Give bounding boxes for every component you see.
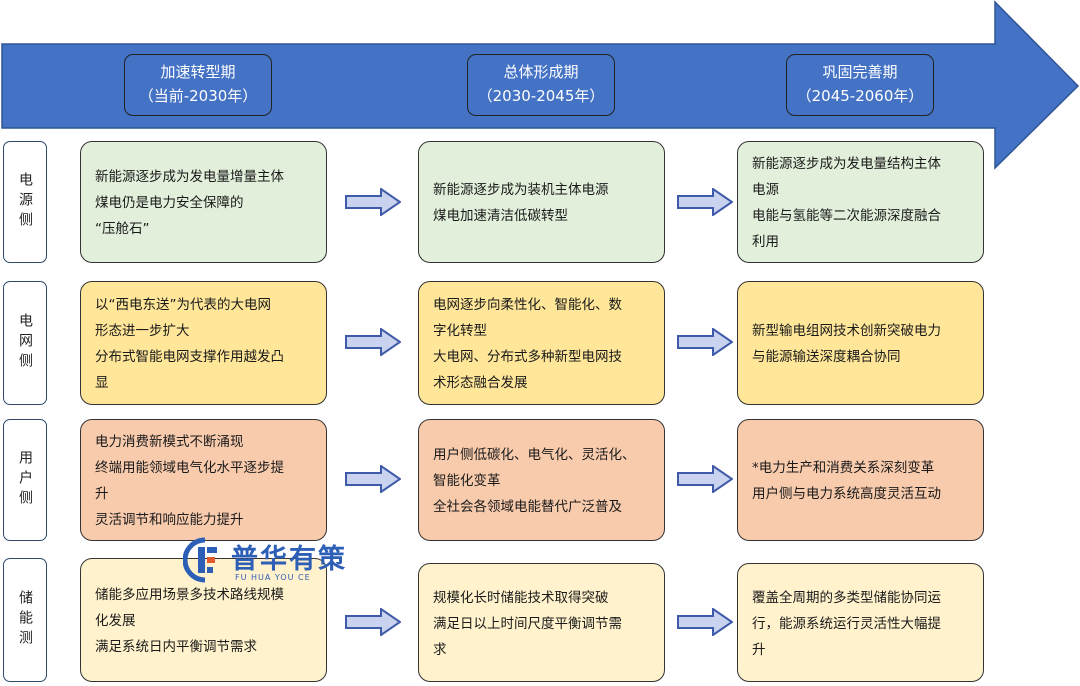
- card-line: 用户侧与电力系统高度灵活互动: [752, 486, 941, 502]
- card-line: 电力消费新模式不断涌现: [95, 434, 244, 450]
- phase-period: （2045-2060年）: [796, 87, 924, 105]
- card-line: 灵活调节和响应能力提升: [95, 512, 244, 528]
- card-line: 智能化变革: [433, 473, 501, 489]
- card-line: 与能源输送深度耦合协同: [752, 349, 901, 365]
- card-line: 煤电加速清洁低碳转型: [433, 208, 568, 224]
- card-line: 煤电仍是电力安全保障的: [95, 195, 244, 211]
- card-line: 电网逐步向柔性化、智能化、数: [433, 297, 622, 313]
- card-line: 字化转型: [433, 323, 487, 339]
- card-line: 求: [433, 641, 447, 658]
- card-line: 新型输电组网技术创新突破电力: [752, 323, 941, 339]
- card-line: “压舱石”: [95, 221, 150, 237]
- card-line: 形态进一步扩大: [95, 323, 190, 339]
- card-user-phase3: *电力生产和消费关系深刻变革 用户侧与电力系统高度灵活互动: [737, 419, 984, 541]
- right-arrow-icon: [677, 465, 733, 493]
- right-arrow-icon: [677, 188, 733, 216]
- card-source-phase3: 新能源逐步成为发电量结构主体 电源 电能与氢能等二次能源深度融合 利用: [737, 141, 984, 263]
- card-line: 分布式智能电网支撑作用越发凸: [95, 349, 284, 365]
- card-line: 术形态融合发展: [433, 375, 528, 391]
- right-arrow-icon: [345, 465, 401, 493]
- row-label-user: 用户侧: [3, 419, 47, 541]
- right-arrow-icon: [345, 608, 401, 636]
- logo-pinyin: FU HUA YOU CE: [235, 573, 311, 582]
- row-label-storage: 储能测: [3, 558, 47, 682]
- phase-overall-formation: 总体形成期 （2030-2045年）: [467, 54, 615, 116]
- card-line: 规模化长时储能技术取得突破: [433, 589, 609, 606]
- card-grid-phase3: 新型输电组网技术创新突破电力 与能源输送深度耦合协同: [737, 281, 984, 405]
- row-label-grid: 电网侧: [3, 281, 47, 405]
- phase-period: （2030-2045年）: [477, 87, 605, 105]
- card-line: 大电网、分布式多种新型电网技: [433, 349, 622, 365]
- phase-consolidation: 巩固完善期 （2045-2060年）: [786, 54, 934, 116]
- card-line: 行，能源系统运行灵活性大幅提: [752, 615, 941, 632]
- watermark-logo: 普华有策 FU HUA YOU CE: [183, 537, 358, 585]
- right-arrow-icon: [677, 608, 733, 636]
- card-line: 电能与氢能等二次能源深度融合: [752, 208, 941, 224]
- card-line: 终端用能领域电气化水平逐步提: [95, 460, 284, 476]
- card-line: 全社会各领域电能替代广泛普及: [433, 499, 622, 515]
- card-line: 电源: [752, 182, 779, 198]
- card-storage-phase2: 规模化长时储能技术取得突破 满足日以上时间尺度平衡调节需 求: [418, 563, 665, 682]
- card-source-phase1: 新能源逐步成为发电量增量主体 煤电仍是电力安全保障的 “压舱石”: [80, 141, 327, 263]
- card-line: 化发展: [95, 613, 136, 629]
- card-line: 储能多应用场景多技术路线规模: [95, 587, 284, 603]
- card-line: *电力生产和消费关系深刻变革: [752, 460, 935, 476]
- phase-name: 巩固完善期: [822, 63, 898, 81]
- card-grid-phase1: 以“西电东送”为代表的大电网 形态进一步扩大 分布式智能电网支撑作用越发凸 显: [80, 281, 327, 405]
- right-arrow-icon: [677, 328, 733, 356]
- phase-name: 总体形成期: [503, 63, 579, 81]
- card-line: 新能源逐步成为装机主体电源: [433, 182, 609, 198]
- phase-name: 加速转型期: [160, 63, 236, 81]
- logo-mark-icon: [183, 537, 217, 583]
- card-user-phase2: 用户侧低碳化、电气化、灵活化、 智能化变革 全社会各领域电能替代广泛普及: [418, 419, 665, 541]
- card-line: 显: [95, 375, 109, 391]
- card-line: 升: [95, 486, 109, 502]
- card-line: 满足系统日内平衡调节需求: [95, 639, 257, 655]
- card-line: 用户侧低碳化、电气化、灵活化、: [433, 447, 636, 463]
- card-grid-phase2: 电网逐步向柔性化、智能化、数 字化转型 大电网、分布式多种新型电网技 术形态融合…: [418, 281, 665, 405]
- card-source-phase2: 新能源逐步成为装机主体电源 煤电加速清洁低碳转型: [418, 141, 665, 263]
- card-line: 新能源逐步成为发电量结构主体: [752, 156, 941, 172]
- card-line: 以“西电东送”为代表的大电网: [95, 297, 271, 313]
- logo-name: 普华有策: [231, 544, 347, 575]
- card-line: 利用: [752, 234, 779, 250]
- card-line: 满足日以上时间尺度平衡调节需: [433, 615, 622, 632]
- phase-accelerated-transition: 加速转型期 （当前-2030年）: [124, 54, 272, 116]
- phase-period: （当前-2030年）: [138, 87, 258, 105]
- card-storage-phase3: 覆盖全周期的多类型储能协同运 行，能源系统运行灵活性大幅提 升: [737, 563, 984, 682]
- right-arrow-icon: [345, 188, 401, 216]
- right-arrow-icon: [345, 328, 401, 356]
- card-line: 升: [752, 641, 766, 658]
- card-line: 覆盖全周期的多类型储能协同运: [752, 589, 941, 606]
- card-line: 新能源逐步成为发电量增量主体: [95, 169, 284, 185]
- card-user-phase1: 电力消费新模式不断涌现 终端用能领域电气化水平逐步提 升 灵活调节和响应能力提升: [80, 419, 327, 541]
- row-label-power-source: 电源侧: [3, 141, 47, 263]
